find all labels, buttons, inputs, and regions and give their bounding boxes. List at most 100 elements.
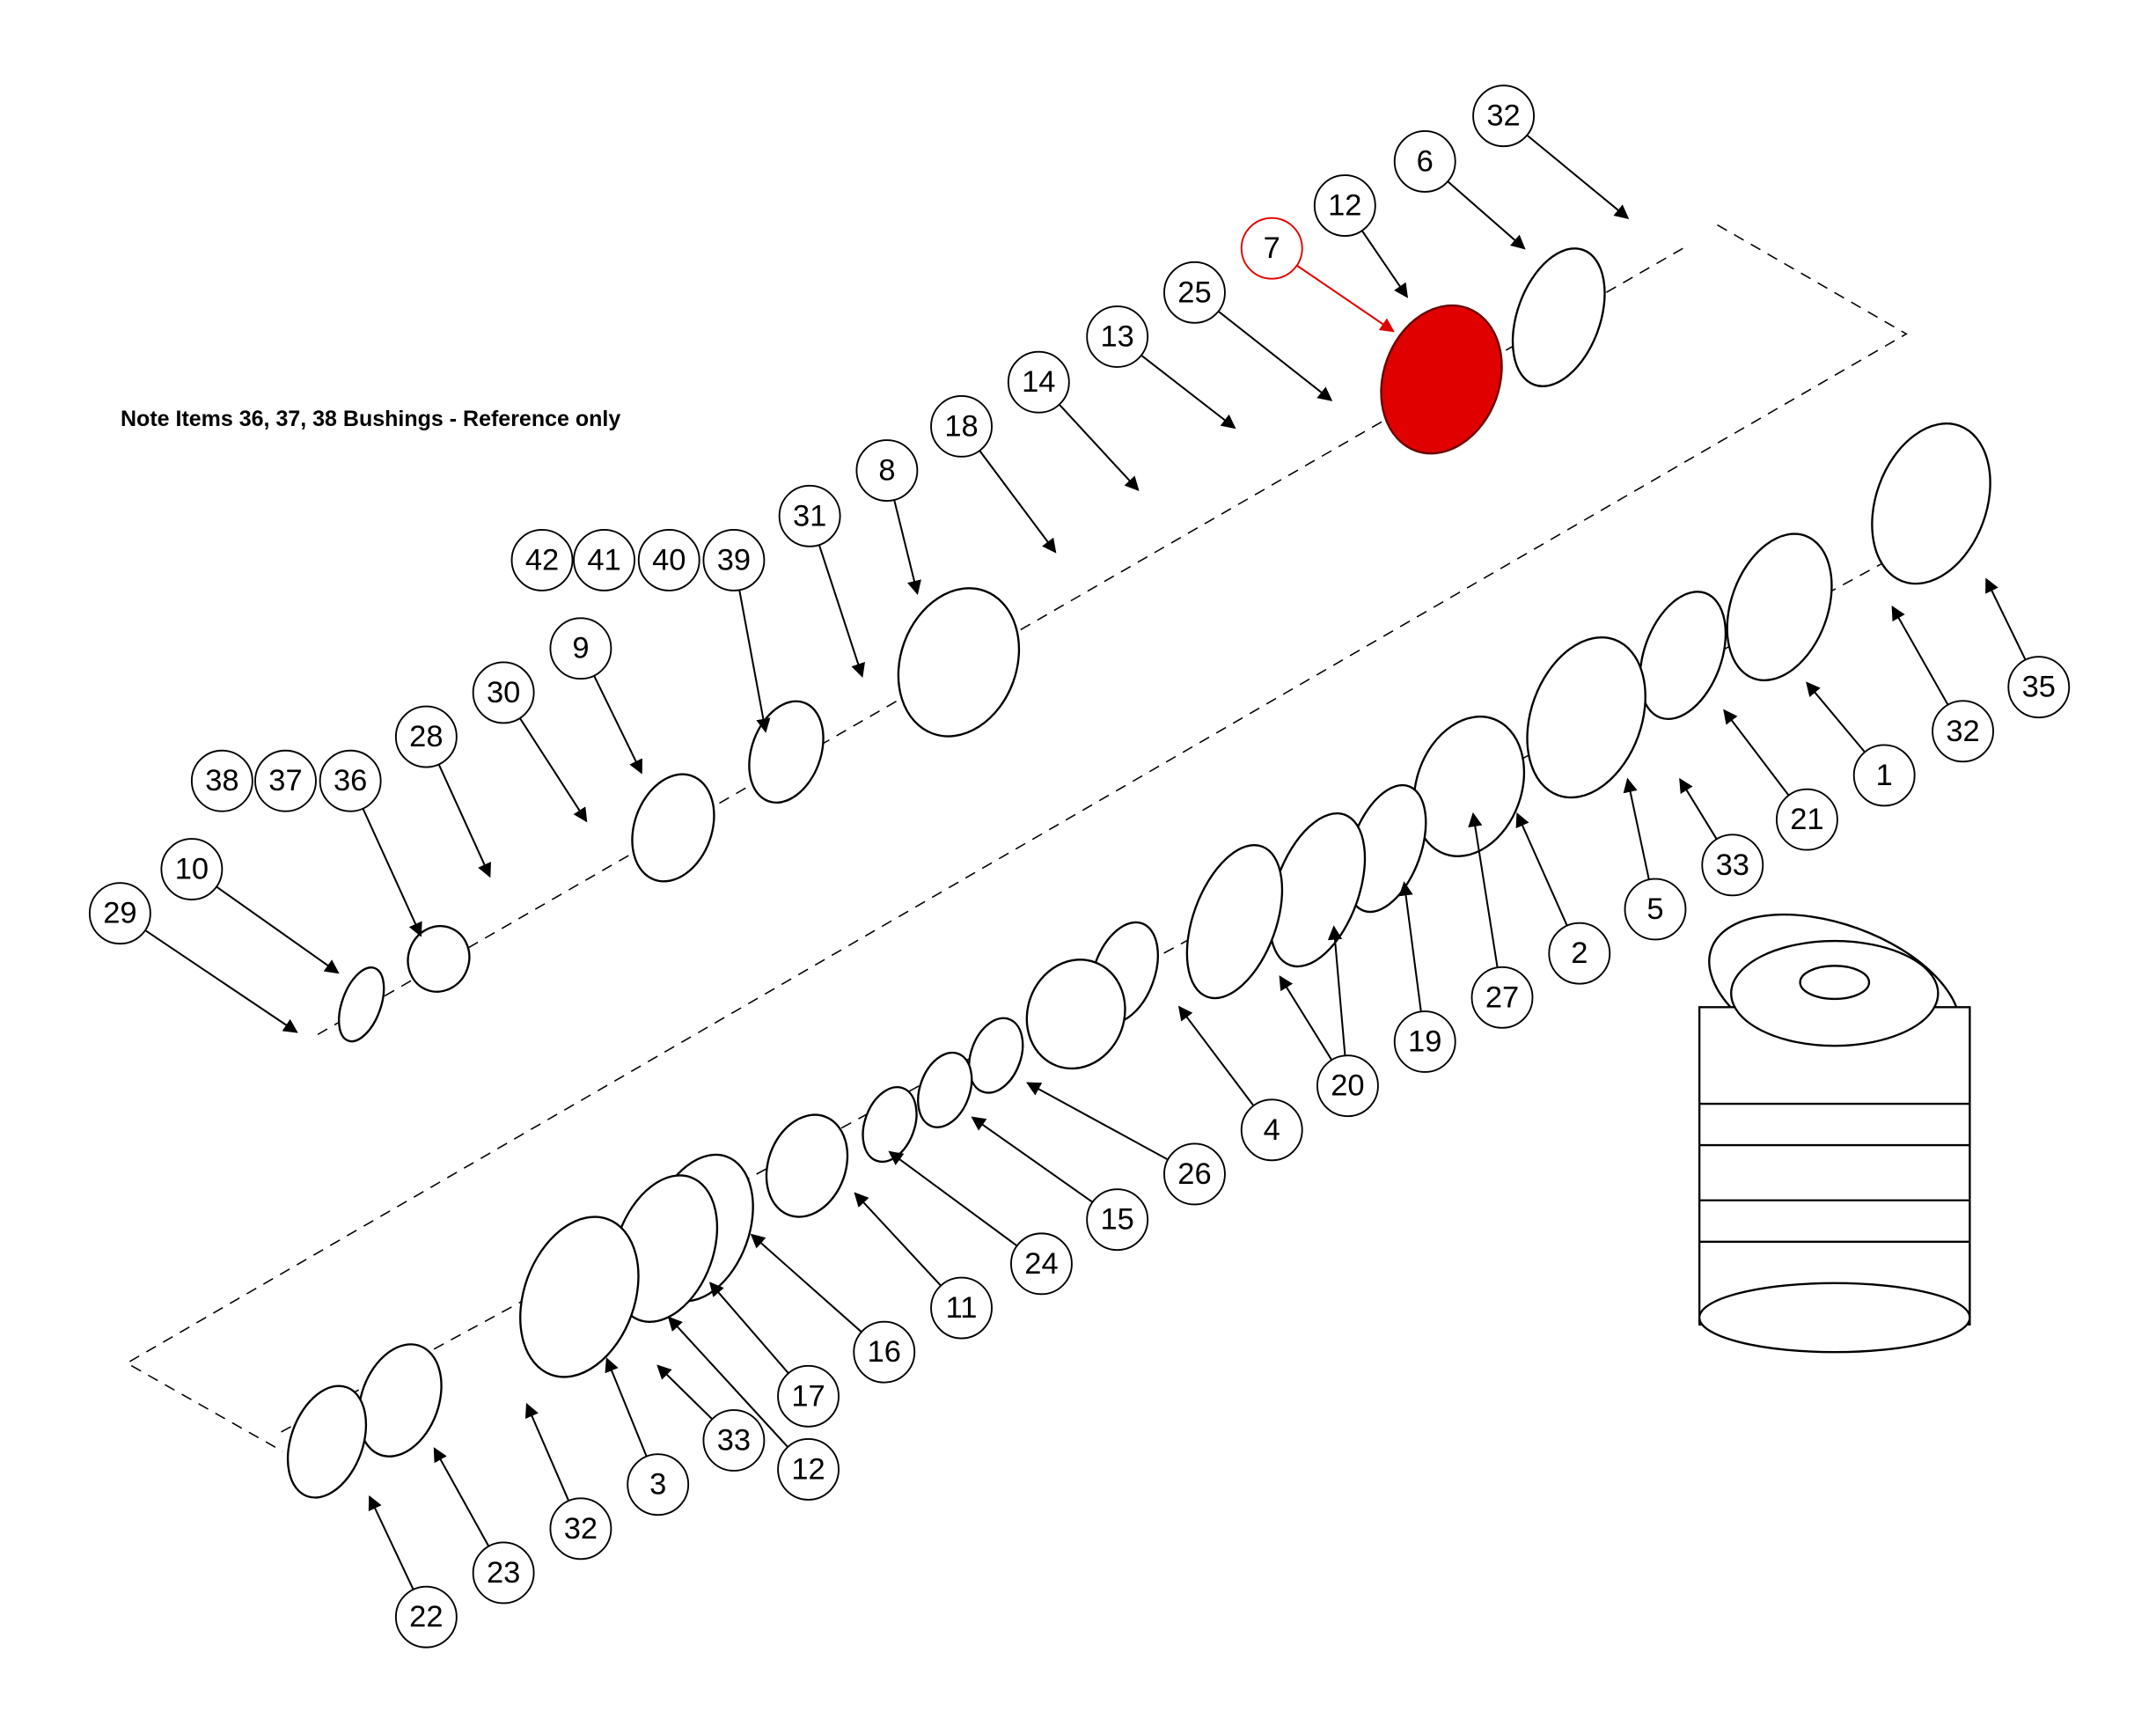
balloon-number: 42: [525, 543, 559, 577]
balloon-circle: [1316, 1054, 1379, 1118]
part-shape: [1871, 422, 1991, 585]
balloon-number: 28: [409, 720, 443, 753]
balloon-circle: [1086, 1188, 1149, 1252]
item-balloon-12: 12: [1313, 174, 1376, 238]
balloon-number: 39: [717, 543, 751, 577]
leader-line: [144, 929, 298, 1033]
balloon-number: 2: [1571, 936, 1588, 970]
balloon-number: 17: [791, 1379, 825, 1413]
item-balloon-17: 17: [777, 1364, 840, 1428]
item-balloon-28: 28: [394, 705, 458, 768]
part-shape: [968, 1017, 1024, 1094]
part-shape: [1185, 844, 1284, 1000]
balloon-circle: [1548, 922, 1611, 985]
balloon-number: 40: [652, 543, 686, 577]
balloon-number: 33: [717, 1423, 751, 1457]
balloon-circle: [627, 1453, 690, 1517]
assembled-unit-body: [1698, 1006, 1971, 1326]
leader-line: [593, 675, 642, 775]
leader-line: [708, 1282, 789, 1374]
item-balloon-23: 23: [472, 1541, 535, 1605]
leader-line: [1279, 975, 1333, 1061]
leader-line: [362, 808, 422, 937]
balloon-circle: [777, 1437, 840, 1501]
part-shape: [1526, 636, 1646, 799]
part-shape: [748, 700, 825, 804]
leader-line: [893, 499, 921, 596]
item-balloon-32: 32: [1472, 84, 1535, 148]
item-balloon-15: 15: [1086, 1188, 1149, 1252]
balloon-circle: [394, 1585, 458, 1649]
leader-line: [738, 590, 771, 733]
leader-line: [1327, 925, 1346, 1056]
balloon-number: 41: [587, 543, 620, 577]
parts: [286, 247, 1991, 1499]
item-balloon-9: 9: [549, 617, 612, 680]
item-balloon-33: 33: [1701, 834, 1764, 897]
leader-line: [1679, 777, 1718, 840]
item-balloon-25: 25: [1163, 261, 1226, 324]
balloon-number: 31: [793, 499, 826, 532]
item-balloon-19: 19: [1393, 1010, 1456, 1073]
part-shape: [1511, 247, 1606, 387]
balloon-number: 11: [946, 1291, 978, 1325]
item-balloon-29: 29: [88, 882, 151, 945]
balloon-circle: [394, 705, 458, 768]
leader-line: [1296, 264, 1395, 333]
item-balloon-10: 10: [160, 838, 224, 900]
balloon-circle: [1393, 130, 1456, 193]
part-shape: [519, 1216, 640, 1378]
part-shape: [765, 1113, 849, 1218]
leader-line: [1058, 403, 1140, 491]
leader-line: [1025, 1082, 1169, 1161]
balloon-circle: [1393, 1010, 1456, 1073]
balloon-number: 12: [1328, 189, 1361, 223]
balloon-number: 8: [878, 454, 895, 488]
balloon-number: 10: [175, 853, 209, 886]
item-balloon-32: 32: [549, 1497, 612, 1561]
balloon-circle: [702, 529, 766, 591]
leader-line: [518, 717, 588, 823]
item-balloon-8: 8: [855, 439, 919, 502]
item-balloon-14: 14: [1007, 350, 1070, 414]
leader-line: [524, 1402, 570, 1502]
balloon-circle: [930, 394, 993, 458]
balloon-number: 4: [1264, 1113, 1280, 1147]
balloon-circle: [778, 484, 841, 547]
leader-line: [1806, 681, 1866, 753]
leader-line: [433, 1447, 490, 1547]
assembled-unit-base: [1698, 1282, 1971, 1354]
item-balloon-30: 30: [472, 661, 535, 724]
balloon-number: 18: [944, 409, 978, 443]
part-shape: [897, 587, 1021, 738]
leader-line: [1177, 1005, 1255, 1106]
item-balloon-2: 2: [1548, 922, 1611, 985]
balloon-number: 32: [1946, 715, 1979, 748]
balloon-circle: [472, 1541, 535, 1605]
balloon-circle: [637, 529, 700, 591]
leader-line: [656, 1364, 714, 1421]
balloon-number: 37: [268, 764, 302, 797]
balloon-circle: [1086, 305, 1149, 368]
balloon-number: 25: [1177, 275, 1211, 309]
leader-line: [437, 764, 491, 878]
leader-line: [1515, 812, 1568, 927]
item-balloon-32: 32: [1932, 700, 1994, 763]
balloon-circle: [1701, 834, 1764, 897]
item-balloon-33: 33: [702, 1409, 766, 1472]
balloon-number: 29: [103, 897, 136, 930]
balloon-number: 15: [1101, 1203, 1134, 1237]
part-shape: [407, 924, 471, 993]
part-shape: [338, 966, 385, 1043]
leader-line: [216, 885, 340, 974]
balloon-circle: [88, 882, 151, 945]
balloon-circle: [1932, 700, 1994, 763]
part-shape: [1639, 591, 1727, 721]
balloon-number: 38: [205, 764, 238, 797]
balloon-circle: [472, 661, 535, 724]
item-balloon-38: 38: [190, 749, 253, 812]
balloon-number: 7: [1264, 231, 1280, 265]
leader-line: [1447, 180, 1526, 250]
balloon-circle: [254, 749, 317, 812]
